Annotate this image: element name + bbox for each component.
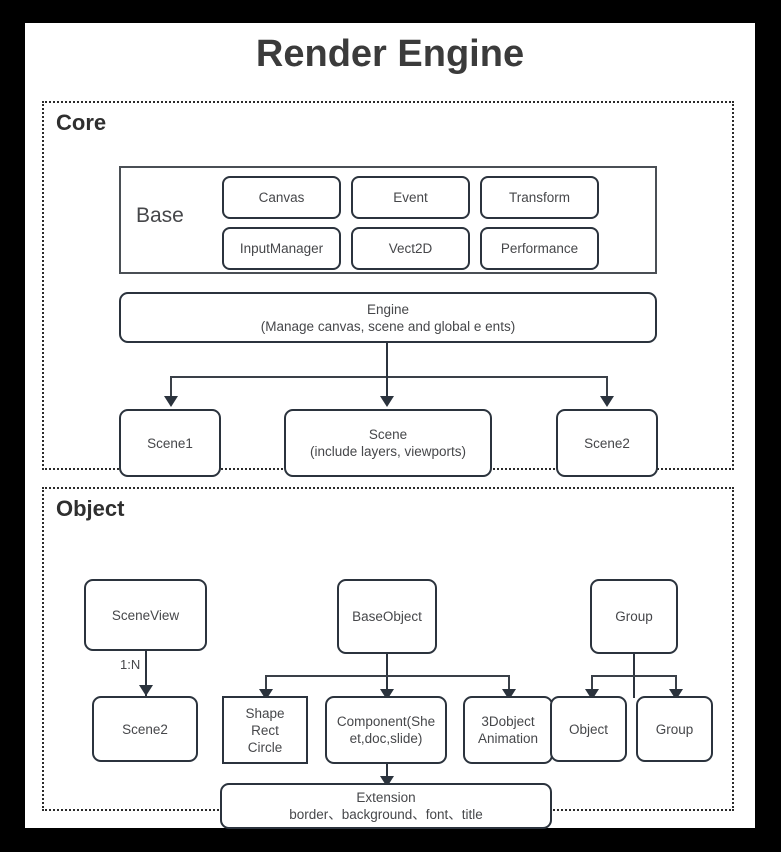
component-line-1: Component(She bbox=[336, 714, 436, 729]
engine-connector-stem bbox=[386, 343, 388, 377]
base-group-label: Base bbox=[136, 204, 184, 227]
arrow-to-group-group bbox=[669, 689, 683, 700]
component-box[interactable]: Component(She et,doc,slide) bbox=[325, 696, 447, 764]
diagram-canvas: Render Engine Core Base Canvas Event Tra… bbox=[25, 23, 755, 829]
scene-title: Scene bbox=[368, 427, 408, 442]
engine-connector-right-drop bbox=[606, 376, 608, 398]
group-connector-bar bbox=[591, 675, 676, 677]
component-to-extension-connector bbox=[386, 764, 388, 785]
shape-line-1: Shape bbox=[245, 705, 285, 721]
scene-box[interactable]: Scene (include layers, viewports) bbox=[284, 409, 492, 477]
arrow-to-3dobject bbox=[502, 689, 516, 700]
scene1-box[interactable]: Scene1 bbox=[119, 409, 221, 477]
scene2-title-object: Scene2 bbox=[122, 721, 168, 737]
extension-title: Extension bbox=[356, 790, 416, 805]
threedobject-line-1: 3Dobject bbox=[481, 714, 535, 729]
scene2-title-core: Scene2 bbox=[584, 435, 630, 451]
threedobject-box[interactable]: 3Dobject Animation bbox=[463, 696, 553, 764]
base-cell-inputmanager[interactable]: InputManager bbox=[222, 227, 341, 270]
engine-connector-mid-drop bbox=[386, 376, 388, 400]
group-child-object-label: Object bbox=[568, 721, 609, 737]
shape-box[interactable]: Shape Rect Circle bbox=[222, 696, 308, 764]
scene1-title: Scene1 bbox=[147, 435, 193, 451]
base-cell-transform[interactable]: Transform bbox=[480, 176, 599, 219]
scene2-box-core[interactable]: Scene2 bbox=[556, 409, 658, 477]
baseobject-box[interactable]: BaseObject bbox=[337, 579, 437, 654]
engine-connector-left-drop bbox=[170, 376, 172, 398]
extension-box[interactable]: Extension border、background、font、title bbox=[220, 783, 552, 829]
base-cell-canvas[interactable]: Canvas bbox=[222, 176, 341, 219]
sceneview-title: SceneView bbox=[111, 607, 180, 623]
scene2-box-object[interactable]: Scene2 bbox=[92, 696, 198, 762]
engine-subtitle: (Manage canvas, scene and global e ents) bbox=[260, 318, 516, 334]
sceneview-box[interactable]: SceneView bbox=[84, 579, 207, 651]
section-object: Object SceneView 1:N Scene2 BaseObject S… bbox=[42, 487, 734, 829]
arrow-sceneview-to-scene2 bbox=[139, 685, 153, 696]
engine-connector-bar bbox=[170, 376, 607, 378]
baseobject-title: BaseObject bbox=[352, 609, 422, 624]
sceneview-edge-label: 1:N bbox=[120, 657, 141, 672]
arrow-to-component bbox=[380, 689, 394, 700]
group-child-group-box[interactable]: Group bbox=[636, 696, 713, 762]
group-connector-right-drop bbox=[675, 675, 677, 693]
group-title: Group bbox=[615, 609, 653, 624]
arrow-to-scene1 bbox=[164, 396, 178, 407]
component-line-2: et,doc,slide) bbox=[349, 731, 423, 746]
arrow-to-scene2 bbox=[600, 396, 614, 407]
section-core: Core Base Canvas Event Transform InputMa… bbox=[42, 101, 734, 477]
extension-subtitle: border、background、font、title bbox=[289, 807, 483, 822]
section-core-title: Core bbox=[56, 110, 107, 135]
base-group-container: Base Canvas Event Transform InputManager… bbox=[119, 166, 657, 274]
page-title: Render Engine bbox=[255, 33, 525, 75]
baseobject-connector-bar bbox=[265, 675, 509, 677]
group-child-group-label: Group bbox=[655, 721, 694, 737]
arrow-to-extension bbox=[380, 776, 394, 787]
section-object-title: Object bbox=[56, 496, 125, 521]
base-cell-event[interactable]: Event bbox=[351, 176, 470, 219]
arrow-to-shape bbox=[259, 689, 273, 700]
arrow-to-scene bbox=[380, 396, 394, 407]
engine-box[interactable]: Engine (Manage canvas, scene and global … bbox=[119, 292, 657, 343]
base-cell-vect2d[interactable]: Vect2D bbox=[351, 227, 470, 270]
group-child-object-box[interactable]: Object bbox=[550, 696, 627, 762]
baseobject-connector-left-drop bbox=[265, 675, 267, 693]
group-connector-left-drop bbox=[591, 675, 593, 693]
sceneview-connector bbox=[145, 651, 147, 698]
shape-line-2: Rect bbox=[251, 722, 279, 738]
threedobject-line-2: Animation bbox=[477, 731, 539, 746]
arrow-to-group-object bbox=[585, 689, 599, 700]
engine-title: Engine bbox=[366, 301, 410, 317]
base-cell-performance[interactable]: Performance bbox=[480, 227, 599, 270]
group-box[interactable]: Group bbox=[590, 579, 678, 654]
shape-line-3: Circle bbox=[247, 739, 283, 755]
scene-subtitle: (include layers, viewports) bbox=[309, 444, 467, 459]
baseobject-connector-right-drop bbox=[508, 675, 510, 693]
